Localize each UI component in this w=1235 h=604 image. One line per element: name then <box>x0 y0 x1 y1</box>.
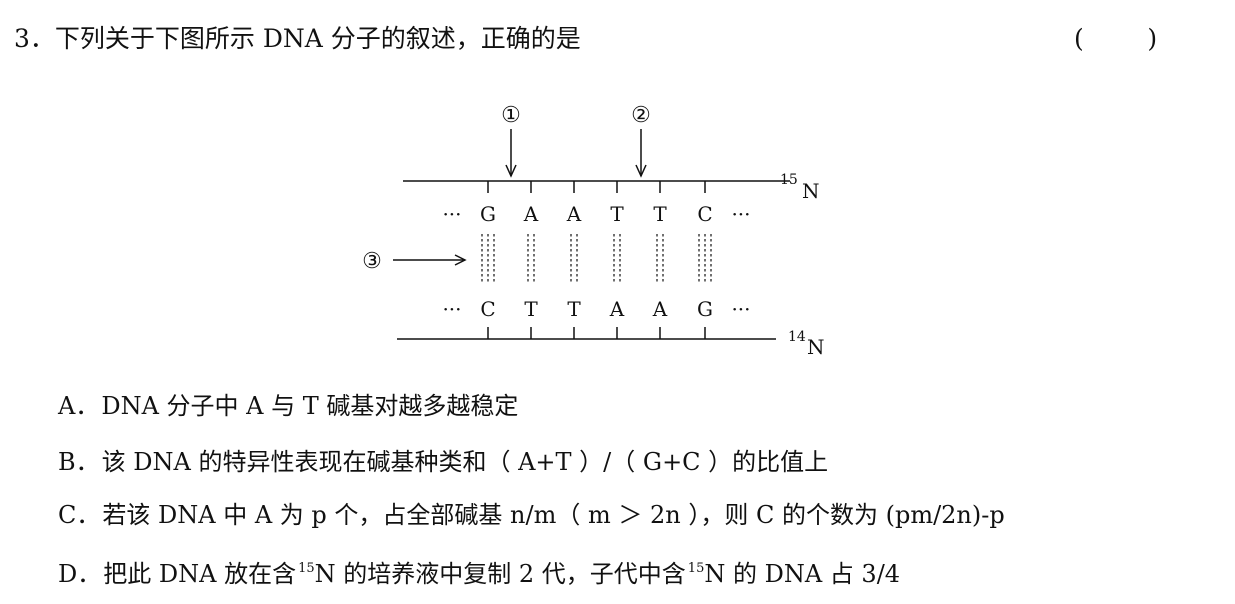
bottom-base: A <box>652 297 668 321</box>
top-base: T <box>610 202 624 226</box>
hydrogen-bond-c-g <box>698 234 712 282</box>
marker-1-label: ① <box>501 103 521 128</box>
option-letter: A． <box>58 392 100 420</box>
superscript-mass: 15 <box>298 561 315 576</box>
bottom-base: C <box>480 297 495 321</box>
superscript-mass: 15 <box>687 561 705 576</box>
arrow-2 <box>635 129 647 178</box>
arrow-3 <box>393 254 467 266</box>
option-a: A．DNA 分子中 A 与 T 碱基对越多越稳定 <box>58 390 518 422</box>
option-letter: D． <box>58 560 102 588</box>
top-base: G <box>480 202 496 226</box>
top-base: A <box>566 202 582 226</box>
bottom-base: A <box>609 297 625 321</box>
bottom-ellipsis-left: ··· <box>442 297 461 321</box>
hydrogen-bond-g-c <box>481 234 495 282</box>
option-c: C．若该 DNA 中 A 为 p 个，占全部碱基 n/m（ m ＞ 2n ），则… <box>58 499 1005 531</box>
bottom-isotope-element: N <box>807 335 825 359</box>
question-stem: 3．下列关于下图所示 DNA 分子的叙述，正确的是 <box>14 24 581 53</box>
option-text: 若该 DNA 中 A 为 p 个，占全部碱基 n/m（ m ＞ 2n ），则 C… <box>102 501 1005 529</box>
answer-parentheses: ( ) <box>1074 24 1158 53</box>
option-text-part: N 的培养液中复制 2 代，子代中含 <box>314 560 686 588</box>
hydrogen-bond-t-a <box>656 234 664 282</box>
top-isotope-mass: 15 <box>780 172 798 188</box>
option-letter: B． <box>58 448 100 476</box>
bottom-base: G <box>697 297 713 321</box>
top-base: T <box>653 202 667 226</box>
top-ellipsis-right: ··· <box>731 202 750 226</box>
option-letter: C． <box>58 501 101 529</box>
bottom-isotope-mass: 14 <box>788 329 806 345</box>
marker-2-label: ② <box>631 103 651 128</box>
top-base: A <box>523 202 539 226</box>
arrow-1 <box>505 129 517 178</box>
top-base: C <box>697 202 712 226</box>
bottom-ellipsis-right: ··· <box>731 297 750 321</box>
bottom-strand-ticks <box>487 327 706 339</box>
top-strand-ticks <box>487 181 706 193</box>
top-isotope-element: N <box>802 179 820 203</box>
option-text: DNA 分子中 A 与 T 碱基对越多越稳定 <box>101 392 519 420</box>
hydrogen-bonds <box>481 234 712 282</box>
option-text-part: N 的 DNA 占 3/4 <box>704 560 901 588</box>
option-text-part: 把此 DNA 放在含 <box>103 560 297 588</box>
marker-3-label: ③ <box>362 249 382 274</box>
bottom-base: T <box>567 297 581 321</box>
option-text: 该 DNA 的特异性表现在碱基种类和（ A+T ）/（ G+C ）的比值上 <box>101 448 829 476</box>
top-ellipsis-left: ··· <box>442 202 461 226</box>
hydrogen-bond-a-t <box>527 234 535 282</box>
hydrogen-bond-t-a <box>613 234 621 282</box>
hydrogen-bond-a-t <box>570 234 578 282</box>
option-b: B．该 DNA 的特异性表现在碱基种类和（ A+T ）/（ G+C ）的比值上 <box>58 446 828 478</box>
bottom-base: T <box>524 297 538 321</box>
